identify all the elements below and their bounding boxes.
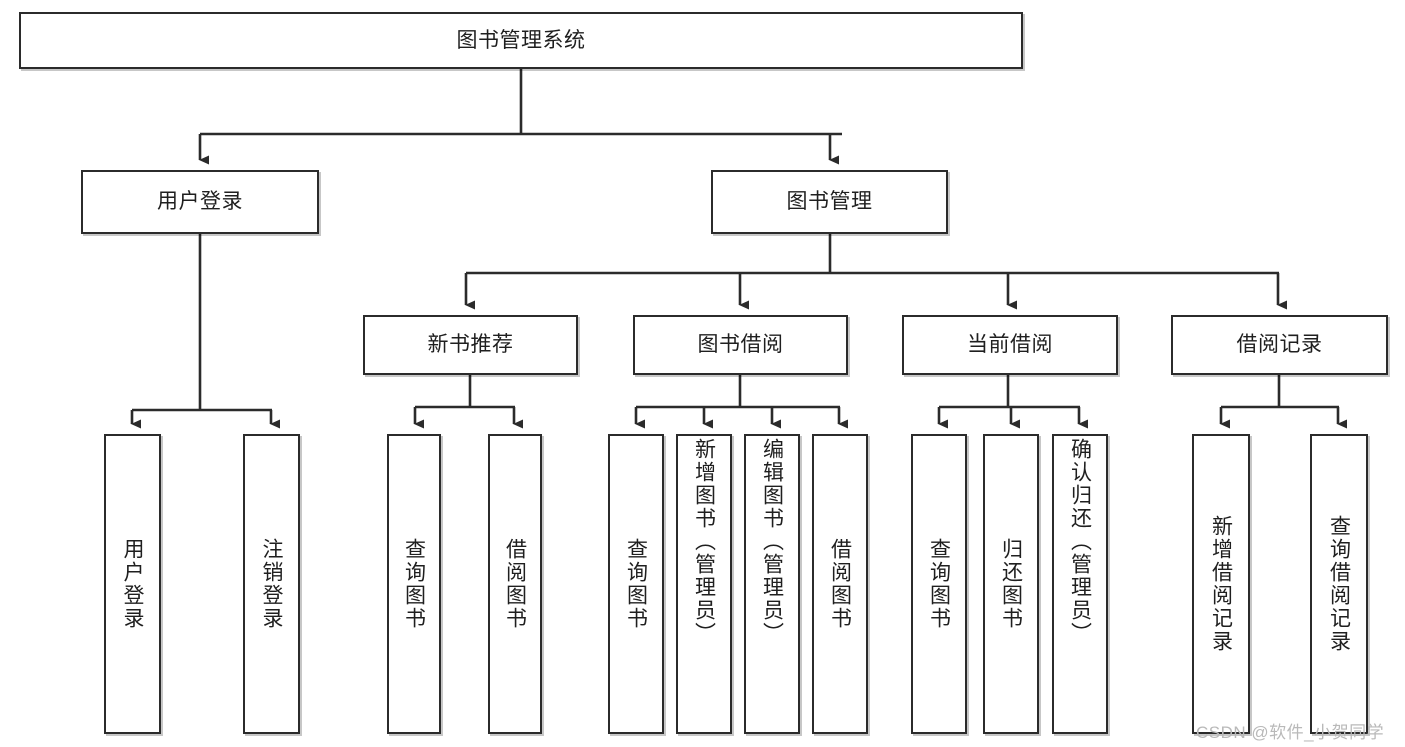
node-book-borrow-label: 图书借阅 bbox=[697, 333, 784, 357]
node-leaf-borrow-book-2-label: 借阅图书 bbox=[828, 538, 852, 630]
node-leaf-query-borrow-record-label: 查询借阅记录 bbox=[1327, 515, 1351, 653]
node-leaf-add-borrow-record[interactable]: 新增借阅记录 bbox=[1192, 434, 1250, 734]
node-leaf-return-book[interactable]: 归还图书 bbox=[983, 434, 1039, 734]
node-leaf-user-login-label: 用户登录 bbox=[121, 538, 144, 630]
node-user-login[interactable]: 用户登录 bbox=[81, 170, 319, 234]
csdn-watermark: CSDN @软件_小贺同学 bbox=[1196, 723, 1385, 742]
node-leaf-query-borrow-record[interactable]: 查询借阅记录 bbox=[1310, 434, 1368, 734]
node-leaf-confirm-return-admin[interactable]: 确认归还（管理员） bbox=[1052, 434, 1108, 734]
node-leaf-add-book-admin[interactable]: 新增图书（管理员） bbox=[676, 434, 732, 734]
node-user-login-label: 用户登录 bbox=[157, 190, 243, 214]
node-leaf-return-book-label: 归还图书 bbox=[999, 538, 1023, 630]
node-leaf-edit-book-admin[interactable]: 编辑图书（管理员） bbox=[744, 434, 800, 734]
node-leaf-confirm-return-admin-label: 确认归还（管理员） bbox=[1068, 438, 1092, 645]
node-leaf-query-book-1-label: 查询图书 bbox=[402, 538, 426, 630]
node-leaf-query-book-1[interactable]: 查询图书 bbox=[387, 434, 441, 734]
node-book-manage[interactable]: 图书管理 bbox=[711, 170, 948, 234]
node-leaf-add-borrow-record-label: 新增借阅记录 bbox=[1209, 515, 1233, 653]
node-leaf-query-book-2[interactable]: 查询图书 bbox=[608, 434, 664, 734]
node-leaf-query-book-2-label: 查询图书 bbox=[624, 538, 648, 630]
node-leaf-query-book-3[interactable]: 查询图书 bbox=[911, 434, 967, 734]
node-current-borrow[interactable]: 当前借阅 bbox=[902, 315, 1118, 375]
node-leaf-logout-login[interactable]: 注销登录 bbox=[243, 434, 300, 734]
node-new-book-recommend-label: 新书推荐 bbox=[427, 333, 514, 357]
node-root-label: 图书管理系统 bbox=[456, 28, 586, 52]
node-current-borrow-label: 当前借阅 bbox=[967, 333, 1053, 357]
node-leaf-edit-book-admin-label: 编辑图书（管理员） bbox=[760, 438, 784, 645]
node-leaf-add-book-admin-label: 新增图书（管理员） bbox=[692, 438, 716, 645]
node-borrow-record[interactable]: 借阅记录 bbox=[1171, 315, 1388, 375]
node-new-book-recommend[interactable]: 新书推荐 bbox=[363, 315, 578, 375]
node-book-manage-label: 图书管理 bbox=[786, 190, 873, 214]
node-book-borrow[interactable]: 图书借阅 bbox=[633, 315, 848, 375]
node-leaf-borrow-book-2[interactable]: 借阅图书 bbox=[812, 434, 868, 734]
node-root[interactable]: 图书管理系统 bbox=[19, 12, 1023, 69]
node-leaf-borrow-book-1[interactable]: 借阅图书 bbox=[488, 434, 542, 734]
node-leaf-query-book-3-label: 查询图书 bbox=[927, 538, 951, 630]
node-leaf-logout-login-label: 注销登录 bbox=[260, 538, 283, 630]
node-borrow-record-label: 借阅记录 bbox=[1236, 333, 1323, 357]
node-leaf-user-login[interactable]: 用户登录 bbox=[104, 434, 161, 734]
node-leaf-borrow-book-1-label: 借阅图书 bbox=[503, 538, 527, 630]
